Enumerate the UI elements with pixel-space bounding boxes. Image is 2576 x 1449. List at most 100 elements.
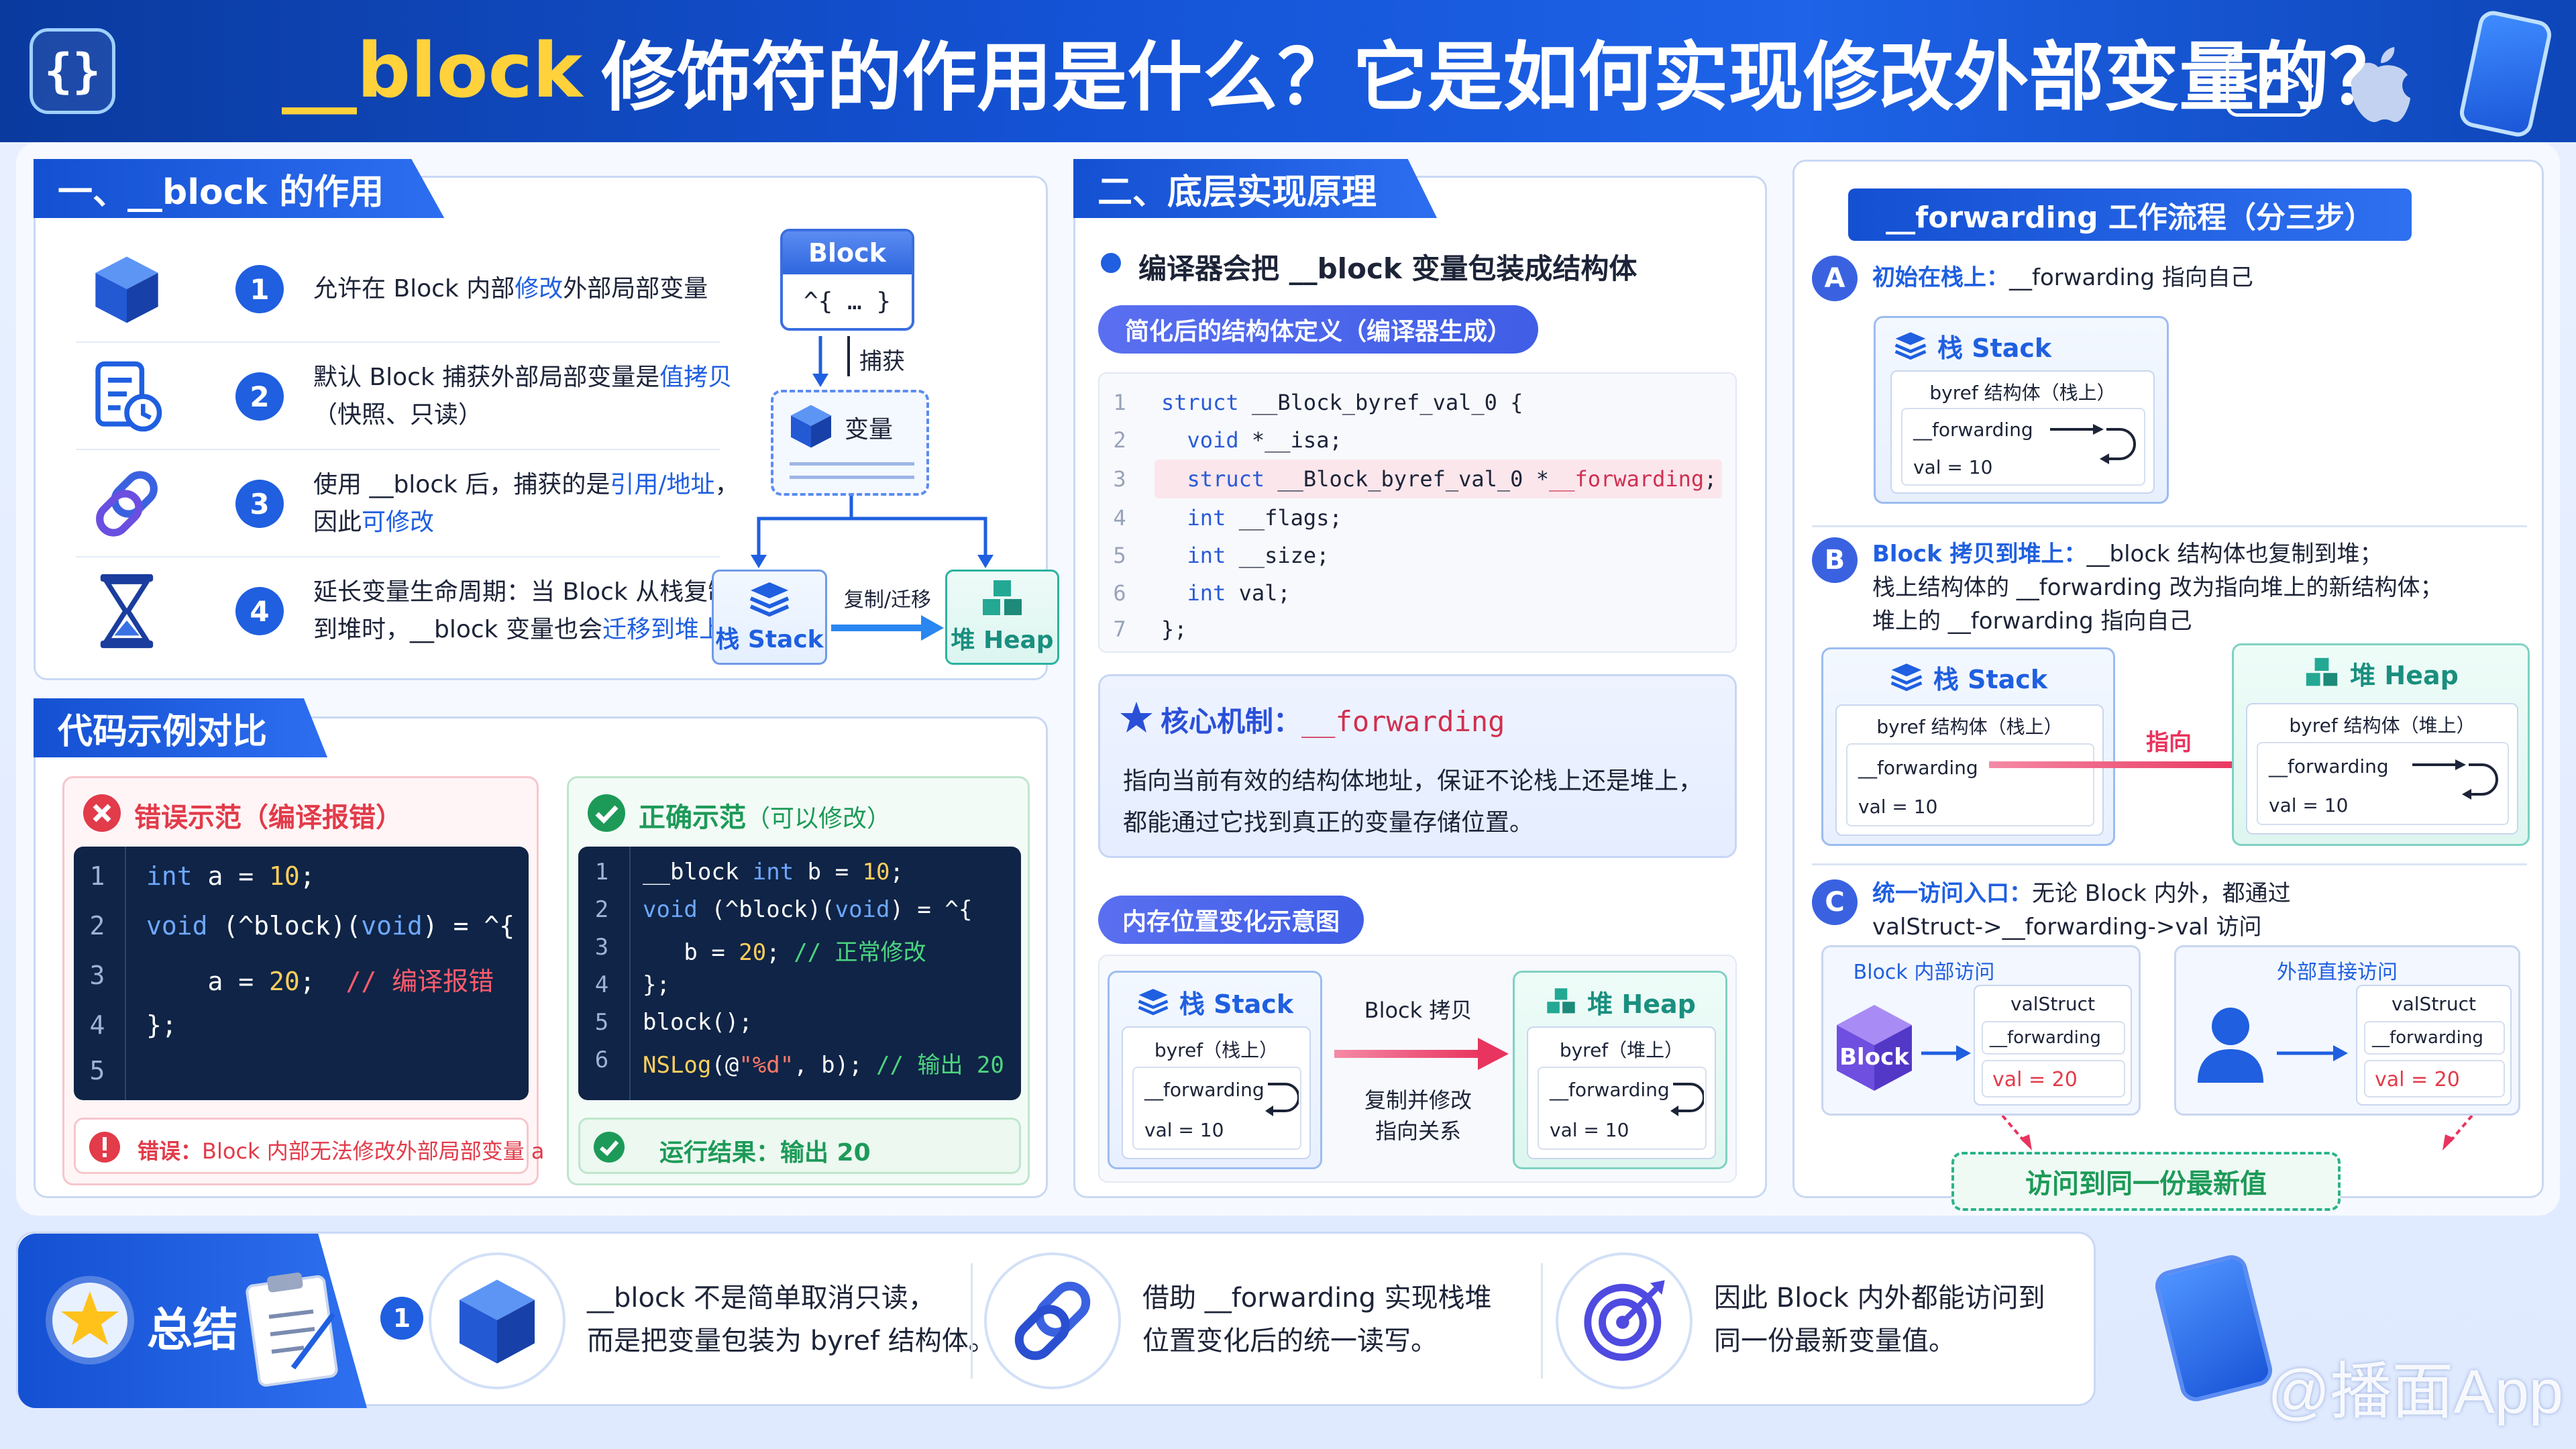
mem-heap-card: 堆 Heap byref（堆上） __forwarding val = 10 xyxy=(1513,971,1727,1169)
item-3-post: ， xyxy=(714,471,739,498)
stack-layers-icon xyxy=(1138,988,1169,1015)
step-a-letter: A xyxy=(1812,256,1858,301)
mem-stack-byref: byref（栈上） __forwarding val = 10 xyxy=(1122,1026,1311,1159)
heap-cubes-icon xyxy=(2306,657,2338,686)
line-number: 7 xyxy=(1113,616,1126,642)
point-label: 指向 xyxy=(2146,729,2192,756)
step-b-heap-fields: __forwarding val = 10 xyxy=(2257,742,2509,825)
section-title-impl: 二、底层实现原理 xyxy=(1073,159,1438,218)
item-2-pre: 默认 Block 捕获外部局部变量是 xyxy=(313,364,660,391)
mem-heap-fields: __forwarding val = 10 xyxy=(1538,1067,1707,1150)
step-b-heap-card: 堆 Heap byref 结构体（堆上） __forwarding val = … xyxy=(2232,643,2530,846)
self-loop-arrow xyxy=(1265,1083,1299,1116)
hourglass-svg xyxy=(100,574,154,649)
mem-copy-sub-2: 指向关系 xyxy=(1375,1118,1461,1144)
target-icon xyxy=(1584,1280,1665,1361)
step-b-stack-title: 栈 Stack xyxy=(1823,659,2113,696)
line-number: 1 xyxy=(1113,390,1126,415)
outer-valstruct-label: valStruct xyxy=(2392,993,2476,1015)
summary-item-2: 借助 __forwarding 实现栈堆 位置变化后的统一读写。 xyxy=(984,1252,1548,1389)
error-text: Block 内部无法修改外部局部变量 a xyxy=(202,1138,545,1164)
item-3-hl: 引用/地址 xyxy=(610,471,715,498)
block-box-title: Block xyxy=(783,231,912,274)
item-number: 1 xyxy=(235,265,284,313)
section-title-purpose: 一、__block 的作用 xyxy=(34,159,445,218)
summary-title: 总结 xyxy=(147,1304,239,1357)
step-b-stack-card: 栈 Stack byref 结构体（栈上） __forwarding val =… xyxy=(1821,647,2115,846)
capture-label: 捕获 xyxy=(859,348,905,375)
flow-title: __forwarding 工作流程（分三步） xyxy=(1848,189,2412,241)
summary-circle-3 xyxy=(1556,1252,1693,1389)
line-number: 4 xyxy=(594,971,609,998)
capture-arrow xyxy=(812,336,828,387)
outer-val-text: val = 20 xyxy=(2375,1068,2460,1091)
mem-stack-title: 栈 Stack xyxy=(1110,983,1320,1020)
code-line: a = 20; // 编译报错 xyxy=(146,967,494,996)
self-loop-arrow xyxy=(1670,1083,1704,1116)
mem-stack-val: val = 10 xyxy=(1144,1119,1224,1141)
code-line: struct __Block_byref_val_0 *__forwarding… xyxy=(1187,466,1717,492)
stack-layers-icon xyxy=(749,582,790,617)
step-b-stack-val: val = 10 xyxy=(1858,796,1938,818)
mem-stack-byref-label: byref（栈上） xyxy=(1154,1039,1279,1061)
step-divider xyxy=(1812,525,2527,527)
variable-cube-icon xyxy=(791,405,831,448)
variable-label: 变量 xyxy=(845,416,894,443)
stack-layers-icon xyxy=(1894,331,1927,360)
section-block-purpose: 一、__block 的作用 1 允许在 Block 内部修改外部局部变量 xyxy=(34,159,1059,680)
block-cube-svg xyxy=(95,256,158,323)
outer-val: val = 20 xyxy=(2375,1068,2460,1091)
memory-tag: 内存位置变化示意图 xyxy=(1098,896,1364,944)
footer-phone-icon xyxy=(2151,1252,2276,1405)
item-4-pre: 延长变量生命周期：当 Block 从栈复制 xyxy=(313,578,733,606)
step-c-letter: C xyxy=(1812,879,1858,925)
inner-fwd: __forwarding xyxy=(1990,1028,2101,1048)
core-description: 指向当前有效的结构体地址，保证不论栈上还是堆上， 都能通过它找到真正的变量存储位… xyxy=(1123,761,1703,844)
wrong-title-text: 错误示范 xyxy=(134,802,241,833)
heap-box: 堆 Heap xyxy=(945,570,1059,665)
phone-icon xyxy=(2457,8,2555,140)
mem-heap-byref-label: byref（堆上） xyxy=(1559,1039,1684,1061)
mem-copy-sub: 复制并修改 指向关系 xyxy=(1328,1085,1509,1146)
capture-divider xyxy=(847,336,850,376)
core-text-1: 指向当前有效的结构体地址，保证不论栈上还是堆上， xyxy=(1123,767,1703,795)
struct-code-block: 1 2 3 4 5 6 7 struct __Block_byref_val_0… xyxy=(1098,372,1737,653)
link-icon xyxy=(1014,1281,1091,1360)
wrong-code-block: 1 2 3 4 5 int a = 10; void (^block)(void… xyxy=(74,847,529,1100)
title-keyword: __block xyxy=(282,28,583,115)
stack-box: 栈 Stack xyxy=(712,570,827,665)
error-message-bar: 错误：Block 内部无法修改外部局部变量 a xyxy=(74,1118,545,1174)
cube-icon xyxy=(460,1279,535,1364)
purpose-item-4: 4 延长变量生命周期：当 Block 从栈复制 到堆时，__block 变量也会… xyxy=(76,557,732,665)
correct-code-block: 1 2 3 4 5 6 __block int b = 10; void (^b… xyxy=(578,847,1021,1100)
code-line: NSLog(@"%d", b); // 输出 20 xyxy=(643,1052,1004,1079)
step-a-byref: byref 结构体（栈上） __forwarding val = 10 xyxy=(1890,370,2155,494)
mem-heap-label: 堆 Heap xyxy=(1587,989,1696,1019)
pointer-arrow xyxy=(1989,749,2269,780)
result-text: 运行结果：输出 20 xyxy=(659,1139,871,1167)
line-number: 4 xyxy=(1113,505,1126,531)
step-b-text: Block 拷贝到堆上：__block 结构体也复制到堆； 栈上结构体的 __f… xyxy=(1872,537,2443,638)
access-arrow xyxy=(1921,1045,1971,1061)
clipboard-icon xyxy=(246,1272,338,1387)
line-number: 4 xyxy=(89,1010,105,1040)
summary-divider xyxy=(1541,1263,1543,1379)
step-a-fwd: __forwarding xyxy=(1913,419,2033,441)
step-c-line2: valStruct->__forwarding->val 访问 xyxy=(1872,914,2262,941)
line-number: 2 xyxy=(89,911,105,941)
step-b-stack-byref-label: byref 结构体（栈上） xyxy=(1876,716,2063,738)
variable-line xyxy=(790,462,914,466)
step-b-stack-fwd: __forwarding xyxy=(1858,757,1978,779)
error-message: 错误：Block 内部无法修改外部局部变量 a xyxy=(138,1134,545,1165)
impl-bullet-text: 编译器会把 __block 变量包装成结构体 xyxy=(1138,252,1638,285)
outer-fwd: __forwarding xyxy=(2372,1028,2483,1048)
item-4-l2pre: 到堆时，__block 变量也会 xyxy=(313,616,602,643)
step-b-letter: B xyxy=(1812,537,1858,583)
heap-cubes-icon xyxy=(983,580,1022,615)
step-a-val: val = 10 xyxy=(1913,456,1993,478)
summary-2-line1: 借助 __forwarding 实现栈堆 xyxy=(1142,1283,1492,1313)
error-x-icon xyxy=(83,794,121,832)
code-tag-icon: </> xyxy=(2226,50,2312,117)
mem-heap-byref: byref（堆上） __forwarding val = 10 xyxy=(1527,1026,1716,1159)
item-1-post: 外部局部变量 xyxy=(563,275,708,303)
